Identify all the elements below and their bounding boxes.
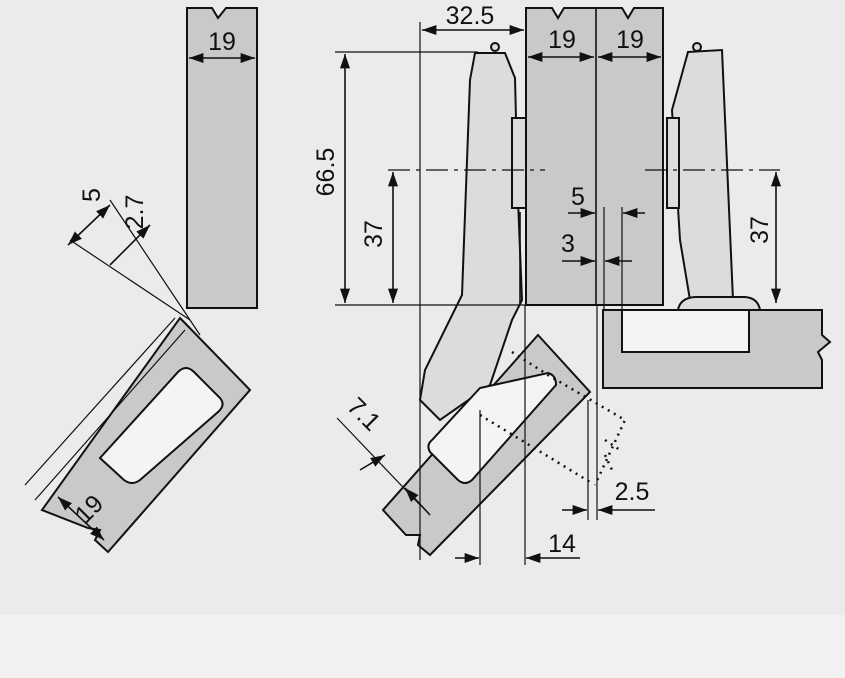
dim-2-5: 2.5: [615, 478, 650, 506]
vertical-panel: [186, 7, 258, 309]
dim-32-5: 32.5: [446, 2, 495, 30]
dim-5-left: 5: [78, 188, 106, 202]
center-view: 19 19 32.5 66.5: [312, 2, 832, 565]
dim-19-angled-line: [57, 496, 105, 541]
left-view: 19 5 2.7 19: [24, 7, 258, 554]
dim-2-7-line: [109, 224, 151, 266]
dim-19-panel-b: 19: [616, 26, 644, 54]
center-hinge-arm: [418, 52, 524, 422]
dim-37-right: 37: [746, 216, 774, 244]
cup-recess: [621, 309, 750, 353]
dim-19-top-left: 19: [208, 28, 236, 56]
dim-66-5: 66.5: [312, 148, 340, 197]
right-hinge-plate: [676, 296, 762, 311]
door-cup-hole: [427, 371, 558, 484]
dim-37-left: 37: [360, 220, 388, 248]
cup-hole: [98, 367, 224, 484]
bottom-strip: [0, 615, 845, 678]
right-hinge-arm: [670, 48, 735, 301]
dim-5-line: [67, 204, 111, 246]
dim-19-panel-a: 19: [548, 26, 576, 54]
dim-14: 14: [548, 530, 576, 558]
dim-5-center: 5: [571, 183, 585, 211]
opened-door-outline: [479, 350, 627, 486]
dim-3: 3: [561, 230, 575, 258]
dim-2-7: 2.7: [121, 195, 149, 230]
